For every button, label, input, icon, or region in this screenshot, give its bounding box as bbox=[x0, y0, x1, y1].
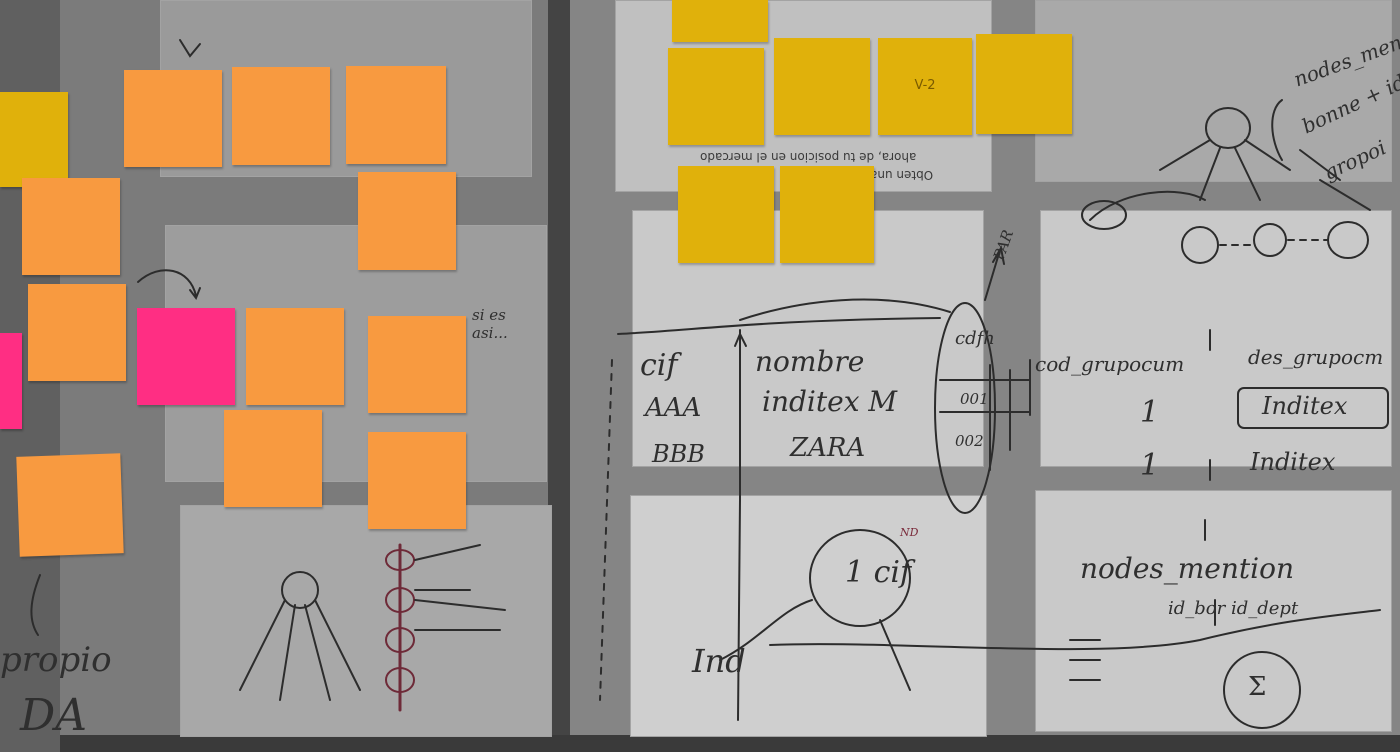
handwriting-code1: 001 bbox=[960, 390, 989, 408]
sticky-note-orange bbox=[232, 67, 330, 165]
sticky-note-orange bbox=[346, 66, 446, 164]
handwriting-nombre: nombre bbox=[755, 345, 865, 378]
handwriting-ind: Ind bbox=[692, 642, 746, 680]
sticky-note-pink bbox=[137, 308, 235, 405]
handwriting-id-fields: id_bor id_dept bbox=[1168, 598, 1299, 619]
sticky-note-yellow bbox=[976, 34, 1072, 134]
handwriting-cif: cif bbox=[640, 348, 678, 383]
handwriting-sigma: Σ bbox=[1248, 672, 1267, 702]
center-frame-divider bbox=[548, 0, 570, 752]
paper-right-bottom bbox=[1035, 490, 1392, 732]
handwriting-cod-grupo: cod_grupocum bbox=[1035, 352, 1185, 376]
handwriting-row2-cif: BBB bbox=[652, 440, 705, 468]
sticky-note-orange bbox=[358, 172, 456, 270]
sticky-note-orange bbox=[246, 308, 344, 405]
handwriting-da: DA bbox=[20, 690, 88, 741]
sticky-note-yellow bbox=[774, 38, 870, 135]
paper-left-bottom bbox=[180, 505, 552, 737]
handwriting-inditex-box: Inditex bbox=[1262, 392, 1348, 420]
sticky-note-yellow bbox=[668, 48, 764, 145]
sticky-note-orange bbox=[224, 410, 322, 507]
sticky-note-yellow bbox=[780, 166, 874, 263]
handwriting-cdfh: cdfh bbox=[955, 328, 995, 349]
handwriting-inditex: Inditex bbox=[1250, 448, 1336, 476]
handwriting-row1-nombre: inditex M bbox=[762, 385, 898, 418]
handwriting-nodes-mention: nodes_mention bbox=[1080, 552, 1295, 585]
sticky-note-orange bbox=[28, 284, 126, 381]
handwriting-val1: 1 bbox=[1140, 395, 1160, 430]
sticky-note-pink bbox=[0, 333, 22, 429]
handwriting-des-grupo: des_grupocm bbox=[1248, 345, 1384, 369]
sticky-note-yellow bbox=[678, 166, 774, 263]
sticky-note-yellow: V-2 bbox=[878, 38, 972, 135]
sticky-note-yellow bbox=[0, 92, 68, 187]
handwriting-row1-cif: AAA bbox=[645, 393, 702, 423]
sticky-note-orange bbox=[124, 70, 222, 167]
sticky-note-yellow bbox=[672, 0, 768, 42]
sticky-note-orange bbox=[22, 178, 120, 275]
bottom-frame bbox=[0, 735, 1400, 752]
paper-center-bottom bbox=[630, 495, 987, 737]
handwriting-row2-nombre: ZARA bbox=[790, 433, 866, 463]
handwriting-code2: 002 bbox=[955, 432, 984, 450]
paper-right-top bbox=[1035, 0, 1392, 182]
handwriting-propio: propio bbox=[0, 640, 112, 680]
handwriting-nd: ND bbox=[900, 526, 919, 539]
handwriting-si-es-asi: si es asi... bbox=[472, 306, 508, 342]
handwriting-one-cif: 1 cif bbox=[845, 555, 912, 590]
sticky-note-orange bbox=[368, 432, 466, 529]
sticky-note-orange bbox=[368, 316, 466, 413]
handwriting-val2: 1 bbox=[1140, 448, 1160, 483]
